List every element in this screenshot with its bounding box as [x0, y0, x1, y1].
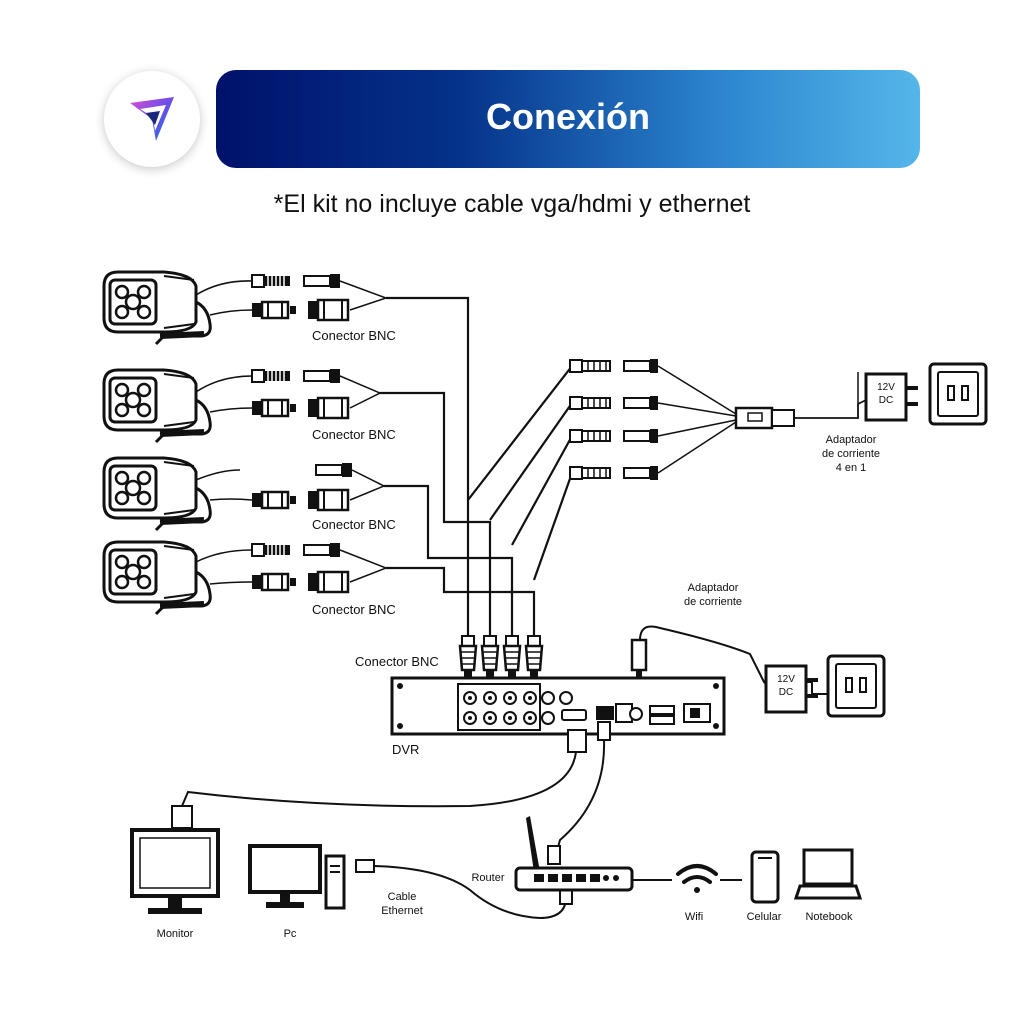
bnc-label-2: Conector BNC: [312, 427, 396, 442]
router: [514, 816, 672, 892]
wifi-label: Wifi: [685, 911, 703, 923]
wifi-icon: [676, 864, 718, 893]
camera-1: [104, 272, 210, 344]
cable-ethernet-label-2: Ethernet: [381, 905, 423, 917]
camera-2: [104, 370, 210, 442]
celular-icon: [750, 850, 780, 904]
power-routing-lines: [467, 365, 574, 581]
router-label: Router: [471, 872, 504, 884]
title-banner: Conexión: [216, 70, 920, 168]
wall-outlet-2: [826, 654, 886, 718]
pc: [248, 844, 346, 910]
adapter-dvr-label-1: Adaptador: [688, 582, 739, 594]
power-splitter-connectors: [569, 358, 659, 481]
celular-label: Celular: [747, 911, 782, 923]
bnc-routing-lines: [380, 296, 536, 640]
camera-pigtails: [195, 280, 253, 585]
splitter-hub: [734, 372, 871, 430]
camera-3: [104, 458, 210, 530]
camera-3-connectors: [250, 463, 352, 512]
adapter-4in1-label-1: Adaptador: [826, 434, 877, 446]
psu-1-dc-label: DC: [879, 395, 893, 406]
cable-ethernet-label-1: Cable: [388, 891, 417, 903]
camera-2-connectors: [250, 368, 350, 420]
bnc-label-dvr: Conector BNC: [355, 654, 439, 669]
ethernet-cable-pc: [355, 859, 573, 920]
dvr-label: DVR: [392, 742, 419, 757]
splitter-lines: [657, 365, 737, 474]
monitor: [130, 828, 220, 914]
dvr-unit: [390, 676, 726, 736]
bnc-label-3: Conector BNC: [312, 517, 396, 532]
adapter-dvr-label-2: de corriente: [684, 596, 742, 608]
adapter-4in1-label-3: 4 en 1: [836, 462, 867, 474]
page-title: Conexión: [485, 96, 650, 137]
adapter-4in1-label-2: de corriente: [822, 448, 880, 460]
pc-label: Pc: [284, 928, 297, 940]
bnc-label-1: Conector BNC: [312, 328, 396, 343]
vga-cable: [171, 729, 587, 829]
camera-4-connectors: [250, 542, 350, 594]
subtitle-note: *El kit no incluye cable vga/hdmi y ethe…: [273, 190, 751, 218]
notebook-icon: [793, 848, 863, 900]
bnc-label-4: Conector BNC: [312, 602, 396, 617]
psu-1-volt-label: 12V: [877, 382, 895, 393]
ethernet-cable-dvr: [547, 721, 611, 865]
dvr-bnc-plugs: [458, 634, 544, 682]
logo-badge: [104, 71, 200, 167]
wall-outlet-1: [928, 362, 988, 426]
monitor-label: Monitor: [157, 928, 194, 940]
notebook-label: Notebook: [805, 911, 853, 923]
brand-arrow-logo-icon: [130, 97, 174, 141]
psu-2-dc-label: DC: [779, 687, 793, 698]
camera-1-connectors: [250, 273, 350, 322]
camera-4: [104, 542, 210, 614]
psu-2-volt-label: 12V: [777, 674, 795, 685]
